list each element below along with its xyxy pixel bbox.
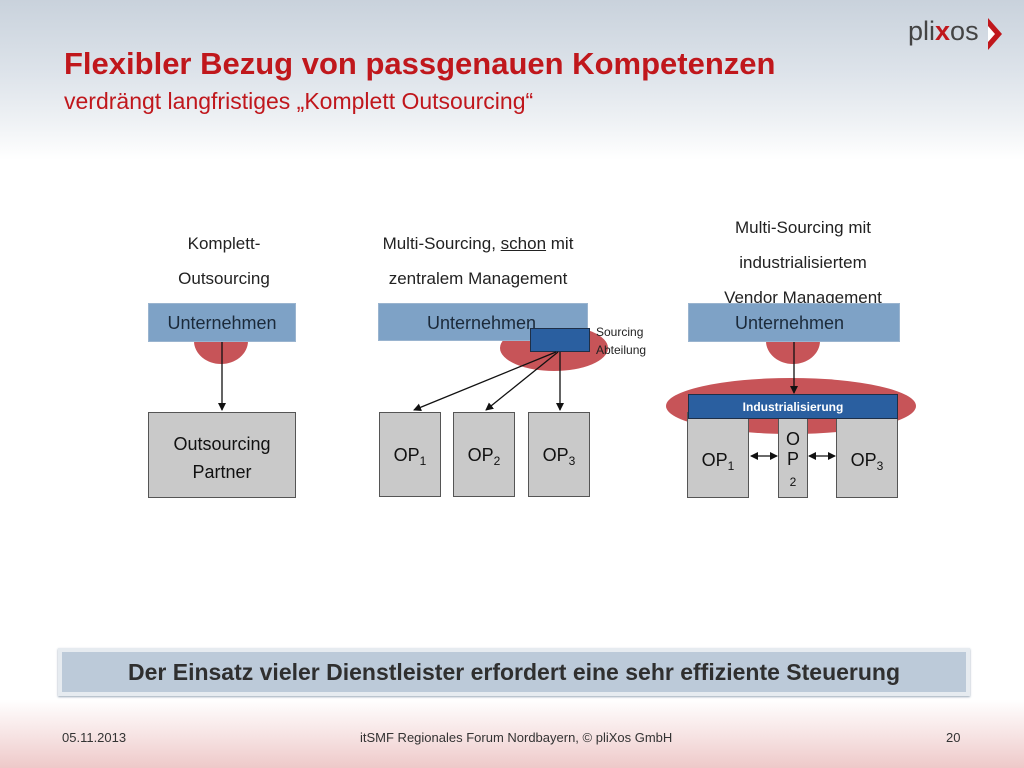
plixos-logo: plixos	[908, 16, 1008, 54]
sourcing-department-box	[530, 328, 590, 352]
footer-page-number: 20	[946, 730, 961, 745]
industrialization-bar: Industrialisierung	[688, 394, 898, 419]
col1-company-box: Unternehmen	[148, 303, 296, 342]
footer-background	[0, 700, 1024, 768]
col2-op2-box: OP2	[453, 412, 515, 497]
col3-op3-box: OP3	[836, 412, 898, 498]
col2-op1-box: OP1	[379, 412, 441, 497]
slide-title: Flexibler Bezug von passgenauen Kompeten…	[64, 46, 776, 81]
logo-arrow-inner	[988, 26, 995, 42]
arrow-sourcing-to-op1	[413, 351, 557, 412]
col2-caption: Multi-Sourcing, schon mit zentralem Mana…	[382, 234, 574, 288]
col3-caption: Multi-Sourcing mit industrialisiertem Ve…	[724, 218, 882, 307]
footer-event: itSMF Regionales Forum Nordbayern, © pli…	[360, 730, 673, 745]
col1-caption: Komplett- Outsourcing	[178, 234, 270, 288]
col3-company-box: Unternehmen	[688, 303, 900, 342]
col3-op2-box: O P 2	[778, 412, 808, 498]
arrow-sourcing-to-op2	[485, 351, 559, 411]
col2-op3-box: OP3	[528, 412, 590, 497]
col3-op1-box: OP1	[687, 412, 749, 498]
logo-wordmark: plixos	[908, 16, 979, 46]
header-background	[0, 0, 1024, 160]
footer-date: 05.11.2013	[62, 730, 127, 745]
slide-subtitle: verdrängt langfristiges „Komplett Outsou…	[64, 88, 534, 114]
conclusion-bar: Der Einsatz vieler Dienstleister erforde…	[58, 648, 970, 696]
sourcing-department-label: Sourcing Abteilung	[596, 325, 647, 357]
conclusion-text: Der Einsatz vieler Dienstleister erforde…	[127, 659, 901, 685]
col1-partner-box: Outsourcing Partner	[148, 412, 296, 498]
